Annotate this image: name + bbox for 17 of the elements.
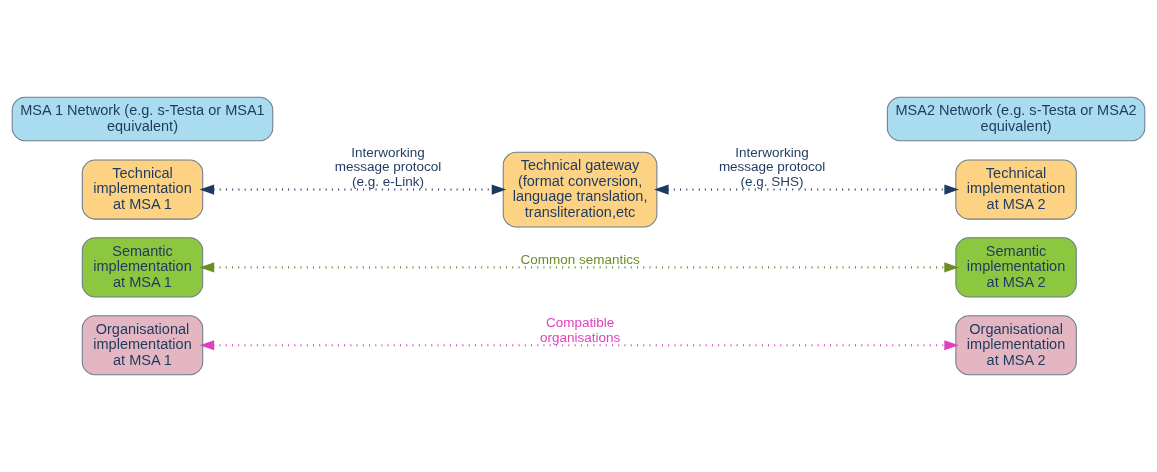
node-box: MSA2 Network (e.g. s-Testa or MSA2 equivalent) xyxy=(886,96,1146,142)
edge-label: Compatible organisations xyxy=(539,314,621,345)
edge-label: Interworking message protocol (e.g. SHS) xyxy=(718,144,826,189)
node-box: Semantic implementation at MSA 2 xyxy=(955,237,1077,298)
edge-label: Common semantics xyxy=(520,251,640,267)
node-box: Organisational implementation at MSA 1 xyxy=(81,315,204,376)
node-box: Organisational implementation at MSA 2 xyxy=(955,315,1077,376)
node-box: Technical implementation at MSA 2 xyxy=(955,159,1077,220)
edge-label: Interworking message protocol (e.g. e-Link) xyxy=(334,144,442,189)
node-box: MSA 1 Network (e.g. s-Testa or MSA1 equivalent) xyxy=(11,96,274,142)
arrow xyxy=(199,340,959,351)
node-box: Technical gateway (format conversion, language translation, transliteration,etc xyxy=(502,151,658,228)
node-box: Semantic implementation at MSA 1 xyxy=(81,237,204,298)
arrow xyxy=(654,184,959,195)
node-box: Technical implementation at MSA 1 xyxy=(81,159,204,220)
arrow xyxy=(199,184,507,195)
arrow xyxy=(199,262,959,273)
